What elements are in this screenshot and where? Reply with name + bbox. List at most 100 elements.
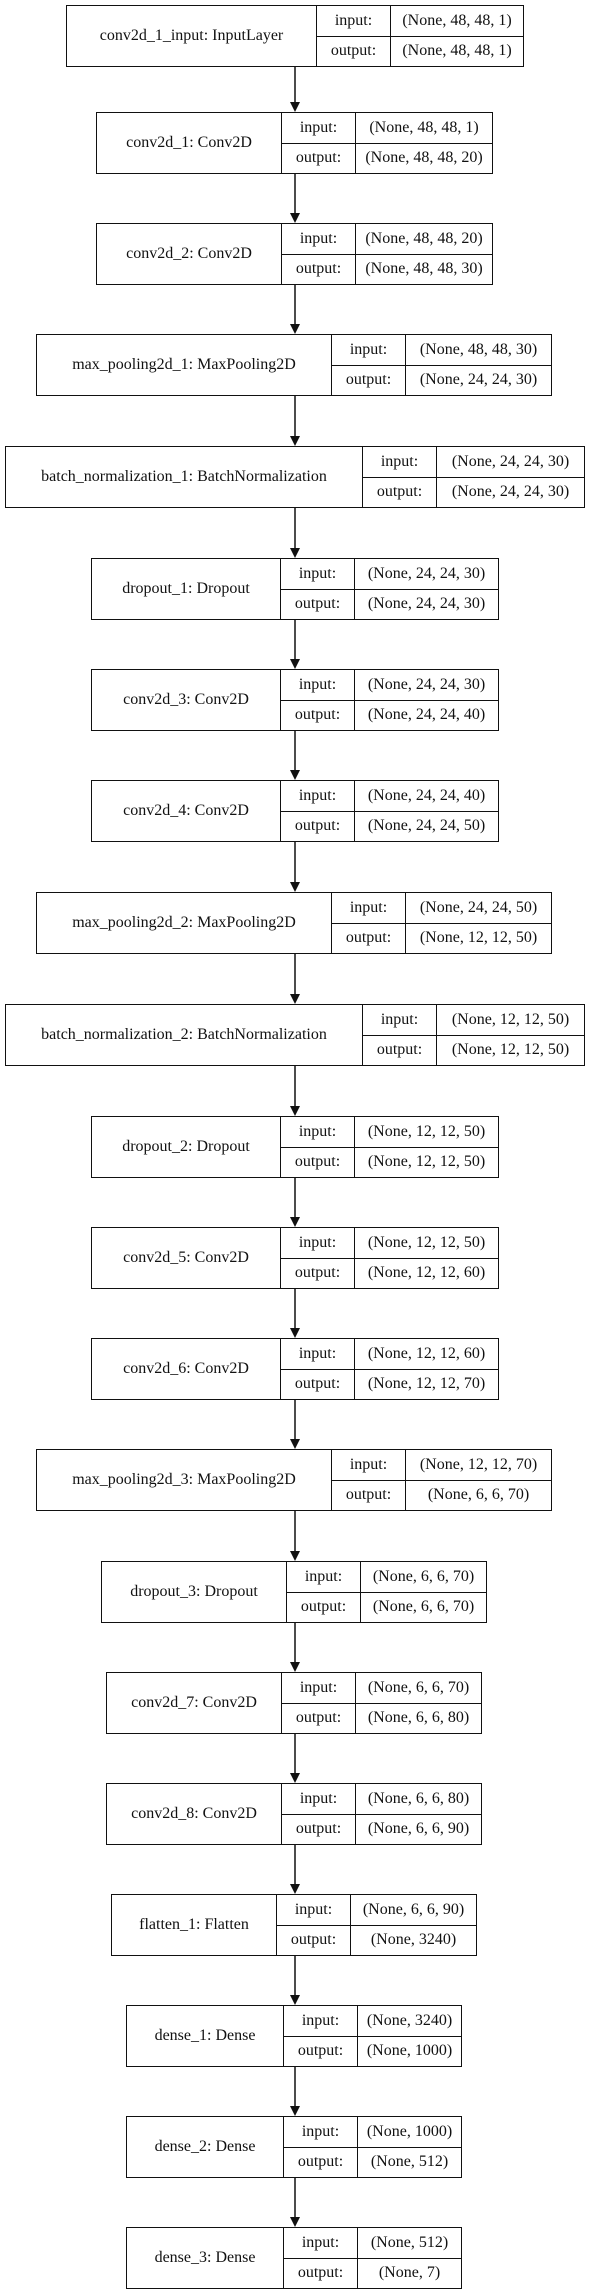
input-label: input: (349, 898, 388, 916)
io-label-column: input:output: (284, 2006, 358, 2066)
arrow-head (290, 1995, 300, 2005)
connection-arrow (290, 396, 300, 446)
io-label-column: input:output: (281, 1339, 355, 1399)
output-shape: (None, 512) (358, 2146, 461, 2178)
io-label-column: input: output: (332, 893, 406, 953)
output-shape: (None, 6, 6, 90) (356, 1813, 481, 1845)
layer-name: dropout_1: Dropout (92, 559, 281, 619)
arrow-head (290, 1551, 300, 1561)
layer-node: batch_normalization_1: BatchNormalizatio… (5, 446, 585, 508)
output-label: output: (282, 253, 355, 285)
arrow-head (290, 1106, 300, 1116)
input-label: input: (334, 11, 373, 29)
io-label-column: input:output: (332, 1450, 406, 1510)
arrow-head (290, 1328, 300, 1338)
shape-column: (None, 12, 12, 50)(None, 12, 12, 50) (437, 1005, 584, 1065)
layer-name: max_pooling2d_1: MaxPooling2D (37, 335, 332, 395)
output-shape: (None, 6, 6, 70) (361, 1591, 486, 1623)
input-label: input: (299, 1789, 338, 1807)
shape-column: (None, 48, 48, 1)(None, 48, 48, 1) (391, 6, 523, 66)
layer-name: dense_2: Dense (127, 2117, 284, 2177)
layer-name: conv2d_8: Conv2D (107, 1784, 282, 1844)
input-shape: (None, 12, 12, 50) (367, 1122, 486, 1140)
connection-arrow (290, 1400, 300, 1449)
connection-arrow (290, 1511, 300, 1561)
output-label: output: (317, 35, 390, 67)
output-shape: (None, 12, 12, 60) (355, 1257, 498, 1289)
input-shape: (None, 6, 6, 80) (367, 1789, 470, 1807)
connection-arrow (290, 620, 300, 669)
shape-column: (None, 12, 12, 50) (None, 12, 12, 60) (355, 1228, 498, 1288)
layer-name: flatten_1: Flatten (112, 1895, 277, 1955)
arrow-head (290, 659, 300, 669)
input-label: input: (298, 786, 337, 804)
connection-arrow (290, 1845, 300, 1894)
output-label: output: (363, 1034, 436, 1066)
output-shape: (None, 24, 24, 30) (406, 364, 551, 396)
output-shape: (None, 12, 12, 50) (406, 922, 551, 954)
output-label: output: (284, 2257, 357, 2289)
input-label: input: (298, 1233, 337, 1251)
connection-arrow (290, 1289, 300, 1338)
output-label: output: (332, 1479, 405, 1511)
shape-column: (None, 12, 12, 50)(None, 12, 12, 50) (355, 1117, 498, 1177)
io-label-column: input:output: (281, 1117, 355, 1177)
shape-column: (None, 6, 6, 80) (None, 6, 6, 90) (356, 1784, 481, 1844)
output-label: output: (281, 810, 354, 842)
input-label: input: (299, 1678, 338, 1696)
output-shape: (None, 6, 6, 70) (406, 1479, 551, 1511)
input-label: input: (299, 229, 338, 247)
arrow-head (290, 1439, 300, 1449)
output-label: output: (284, 2146, 357, 2178)
input-label: input: (299, 118, 338, 136)
io-label-column: input:output: (332, 335, 406, 395)
output-label: output: (332, 364, 405, 396)
output-label: output: (332, 922, 405, 954)
arrow-head (290, 770, 300, 780)
shape-column: (None, 6, 6, 70)(None, 6, 6, 80) (356, 1673, 481, 1733)
io-label-column: input:output: (281, 559, 355, 619)
layer-name: conv2d_5: Conv2D (92, 1228, 281, 1288)
arrow-head (290, 2106, 300, 2116)
output-label: output: (281, 699, 354, 731)
input-shape: (None, 48, 48, 1) (369, 118, 479, 136)
connection-arrow (290, 842, 300, 892)
input-shape: (None, 12, 12, 50) (367, 1233, 486, 1251)
connection-arrow (290, 1734, 300, 1783)
connection-arrow (290, 731, 300, 780)
output-label: output: (281, 1368, 354, 1400)
connection-arrow (290, 1178, 300, 1227)
shape-column: (None, 24, 24, 30)(None, 24, 24, 30) (437, 447, 584, 507)
io-label-column: input: output: (281, 781, 355, 841)
connection-arrow (290, 1066, 300, 1116)
output-shape: (None, 48, 48, 1) (391, 35, 523, 67)
input-shape: (None, 12, 12, 50) (451, 1010, 570, 1028)
io-label-column: input:output: (281, 1228, 355, 1288)
input-shape: (None, 12, 12, 60) (367, 1344, 486, 1362)
io-label-column: input:output: (282, 1673, 356, 1733)
input-shape: (None, 24, 24, 40) (367, 786, 486, 804)
arrow-head (290, 882, 300, 892)
layer-name: conv2d_4: Conv2D (92, 781, 281, 841)
layer-node: batch_normalization_2: BatchNormalizatio… (5, 1004, 585, 1066)
output-label: output: (284, 2035, 357, 2067)
layer-name: conv2d_3: Conv2D (92, 670, 281, 730)
io-label-column: input:output: (363, 1005, 437, 1065)
input-label: input: (298, 1122, 337, 1140)
arrow-head (290, 1884, 300, 1894)
shape-column: (None, 12, 12, 60)(None, 12, 12, 70) (355, 1339, 498, 1399)
shape-column: (None, 48, 48, 1)(None, 48, 48, 20) (356, 113, 492, 173)
output-shape: (None, 1000) (358, 2035, 461, 2067)
connection-arrow (290, 67, 300, 112)
input-shape: (None, 48, 48, 20) (365, 229, 483, 247)
